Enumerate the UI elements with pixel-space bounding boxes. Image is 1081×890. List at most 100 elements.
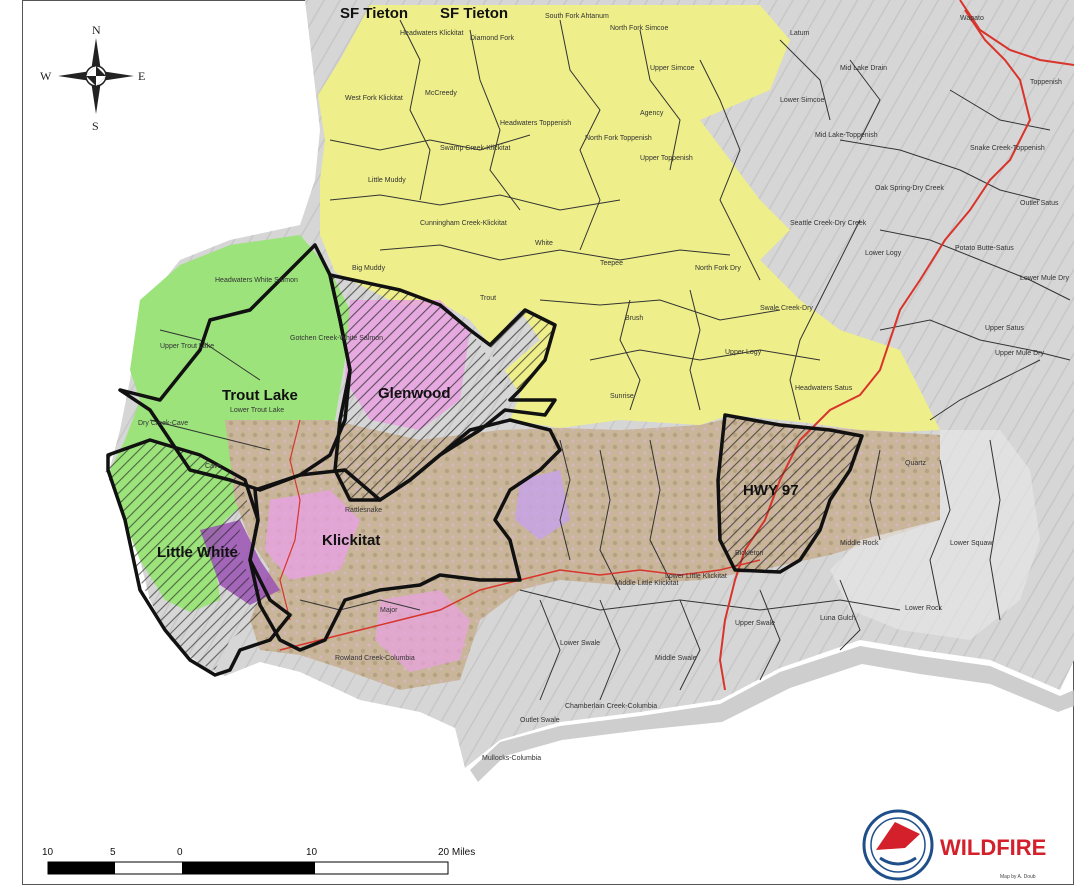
ws-label-1: Diamond Fork bbox=[470, 35, 514, 42]
scale-bar: 10 5 0 10 20 Miles bbox=[42, 847, 475, 875]
ws-label-43: Lower Swale bbox=[560, 640, 600, 647]
hatch-glenwood bbox=[330, 275, 510, 500]
ws-label-34: Upper Logy bbox=[725, 349, 762, 356]
ws-label-9: McCreedy bbox=[425, 90, 457, 97]
ws-label-31: Headwaters White Salmon bbox=[215, 277, 298, 284]
ws-label-52: Rattlesnake bbox=[345, 507, 382, 514]
ws-label-19: Upper Toppenish bbox=[640, 155, 693, 162]
ws-label-59: Toppenish bbox=[1030, 79, 1062, 86]
ws-label-20: Oak Spring-Dry Creek bbox=[875, 185, 944, 192]
label-klickitat[interactable]: Klickitat bbox=[322, 532, 380, 549]
ws-label-27: Potato Butte-Satus bbox=[955, 245, 1014, 252]
compass-n: N bbox=[92, 23, 101, 37]
ws-label-22: Big Muddy bbox=[352, 265, 386, 272]
boundary-hwy-97 bbox=[716, 413, 864, 574]
local-road bbox=[279, 419, 301, 621]
ws-label-12: Agency bbox=[640, 110, 664, 117]
ws-label-21: Outlet Satus bbox=[1020, 200, 1059, 207]
label-trout-lake[interactable]: Trout Lake bbox=[222, 387, 298, 404]
ws-label-33: Upper Trout Lake bbox=[160, 343, 214, 350]
ws-label-49: Lower Rock bbox=[905, 605, 942, 612]
scale-tick-0: 10 bbox=[42, 847, 54, 858]
compass-icon: N S E W bbox=[40, 23, 145, 133]
hatch-little-white bbox=[105, 440, 270, 670]
private-land-south bbox=[375, 590, 470, 672]
ws-label-8: West Fork Klickitat bbox=[345, 95, 403, 102]
private-land-east bbox=[515, 470, 570, 540]
ws-label-60: Bickleton bbox=[735, 550, 764, 557]
compass-s: S bbox=[92, 119, 99, 133]
ws-label-44: Outlet Swale bbox=[520, 717, 560, 724]
ws-label-24: North Fork Dry bbox=[695, 265, 741, 272]
watershed-labels: Headwaters Klickitat Diamond Fork South … bbox=[138, 13, 1070, 762]
ws-label-51: Quartz bbox=[905, 460, 927, 467]
ws-label-46: Lower Little Klickitat bbox=[665, 573, 727, 580]
ws-label-16: Little Muddy bbox=[368, 177, 406, 184]
compass-w: W bbox=[40, 69, 52, 83]
ws-label-5: Mid Lake Drain bbox=[840, 65, 887, 72]
ws-label-32: Gotchen Creek-White Salmon bbox=[290, 335, 383, 342]
ws-label-48: Middle Rock bbox=[840, 540, 879, 547]
ws-label-36: Swale Creek-Dry bbox=[760, 305, 813, 312]
ws-label-54: Chamberlain Creek-Columbia bbox=[565, 703, 657, 710]
logo-text: WILDFIRE bbox=[940, 835, 1046, 860]
ws-label-40: Cave bbox=[205, 463, 221, 470]
ws-label-23: Teepee bbox=[600, 260, 623, 267]
ws-label-42: Middle Swale bbox=[655, 655, 697, 662]
ws-label-13: Swamp Creek-Klickitat bbox=[440, 145, 510, 152]
header-label-1: SF Tieton bbox=[440, 5, 508, 22]
boundary-klickitat bbox=[248, 418, 562, 652]
ws-label-11: North Fork Toppenish bbox=[585, 135, 652, 142]
hatch-hwy-97 bbox=[718, 415, 862, 572]
ws-label-26: Lower Logy bbox=[865, 250, 902, 257]
ws-label-45: Middle Little Klickitat bbox=[615, 580, 678, 587]
ws-label-28: Trout bbox=[480, 295, 496, 302]
ws-label-6: Upper Simcoe bbox=[650, 65, 694, 72]
eastern-lowlands bbox=[830, 430, 1040, 640]
eagle-icon bbox=[876, 822, 920, 850]
yellow-watersheds bbox=[318, 5, 940, 432]
ws-label-4: Latum bbox=[790, 30, 810, 37]
ws-label-7: Lower Simcoe bbox=[780, 97, 824, 104]
ws-label-18: White bbox=[535, 240, 553, 247]
ws-label-2: South Fork Ahtanum bbox=[545, 13, 609, 20]
boundary-little-white bbox=[106, 438, 292, 677]
ws-label-47: Luna Gulch bbox=[820, 615, 856, 622]
scale-tick-2: 0 bbox=[177, 847, 183, 858]
ws-label-61: Headwaters Satus bbox=[795, 385, 853, 392]
ws-label-14: Mid Lake-Toppenish bbox=[815, 132, 878, 139]
interstate-road bbox=[959, 0, 1075, 66]
ws-label-57: Upper Satus bbox=[985, 325, 1024, 332]
ws-label-0: Headwaters Klickitat bbox=[400, 30, 463, 37]
label-hwy-97[interactable]: HWY 97 bbox=[743, 482, 799, 499]
ws-label-50: Lower Squaw bbox=[950, 540, 993, 547]
ws-label-30: Lower Mule Dry bbox=[1020, 275, 1070, 282]
ws-label-35: Upper Mule Dry bbox=[995, 350, 1045, 357]
boundary-glenwood bbox=[328, 273, 557, 502]
ws-label-25: Seattle Creek-Dry Creek bbox=[790, 220, 867, 227]
ws-label-39: Lower Trout Lake bbox=[230, 407, 284, 414]
compass-e: E bbox=[138, 69, 145, 83]
label-glenwood[interactable]: Glenwood bbox=[378, 385, 451, 402]
wildfire-logo: WILDFIRE Map by A. Doub bbox=[862, 809, 1046, 881]
ws-label-29: Brush bbox=[625, 315, 643, 322]
ws-label-53: Mullocks-Columbia bbox=[482, 755, 541, 762]
ws-label-58: Wapato bbox=[960, 15, 984, 22]
ws-label-56: Major bbox=[380, 607, 398, 614]
scale-tick-3: 10 bbox=[306, 847, 318, 858]
ws-label-55: Rowland Creek-Columbia bbox=[335, 655, 415, 662]
scale-tick-1: 5 bbox=[110, 847, 116, 858]
ws-label-17: Cunningham Creek-Klickitat bbox=[420, 220, 507, 227]
ws-label-15: Snake Creek-Toppenish bbox=[970, 145, 1045, 152]
ws-label-10: Headwaters Toppenish bbox=[500, 120, 571, 127]
planning-area-boundaries bbox=[106, 243, 864, 677]
ws-label-37: Sunrise bbox=[610, 393, 634, 400]
header-label-0: SF Tieton bbox=[340, 5, 408, 22]
ws-label-38: Dry Creek-Cave bbox=[138, 420, 188, 427]
label-little-white[interactable]: Little White bbox=[157, 544, 238, 561]
ws-label-3: North Fork Simcoe bbox=[610, 25, 668, 32]
scale-tick-4: 20 Miles bbox=[438, 847, 475, 858]
ws-label-41: Upper Swale bbox=[735, 620, 775, 627]
